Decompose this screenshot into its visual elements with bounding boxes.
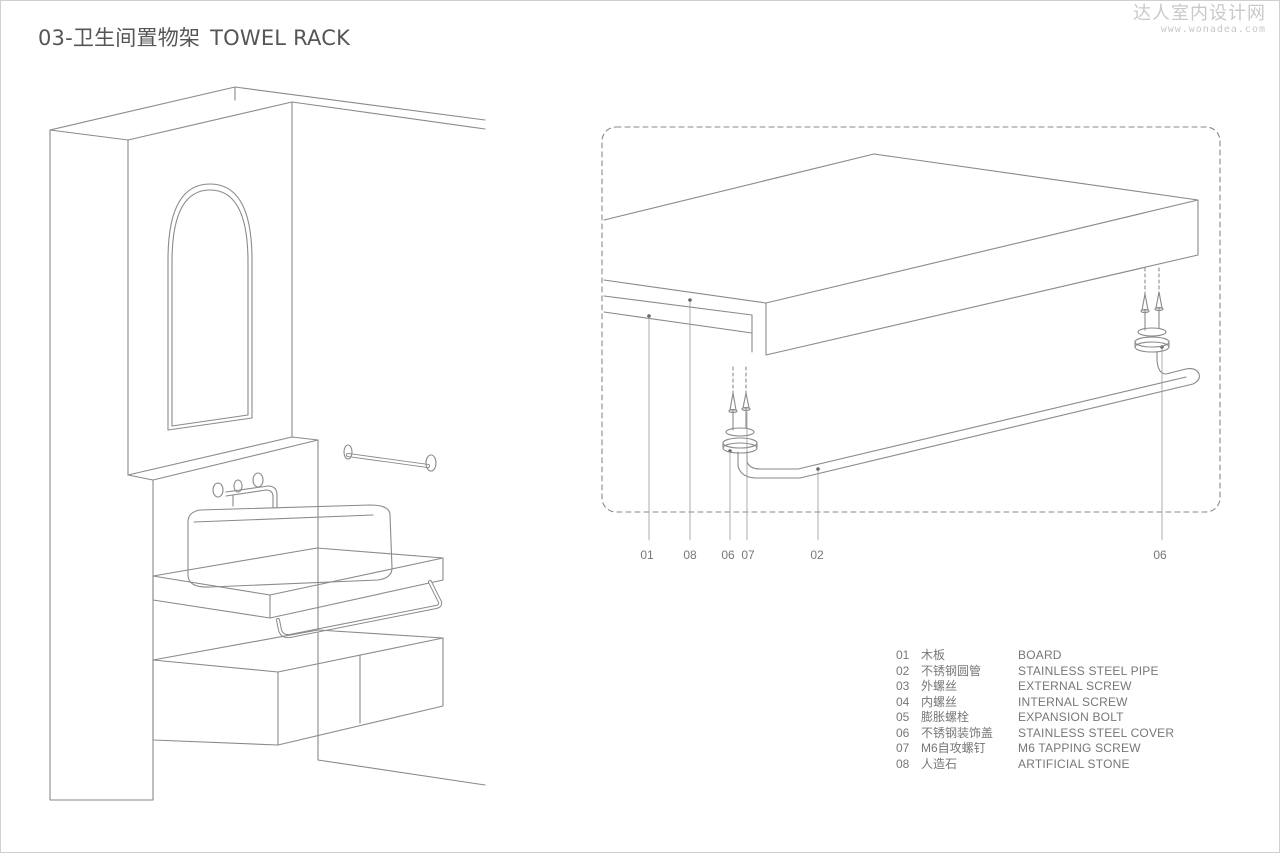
detail-frame	[601, 126, 1221, 513]
watermark-url: www.wonadea.com	[1160, 23, 1266, 35]
legend-chinese: 膨胀螺栓	[921, 710, 970, 724]
callout-07: 07	[741, 548, 755, 562]
towel-rack-detail	[601, 126, 1221, 541]
legend-english: M6 TAPPING SCREW	[1018, 741, 1141, 755]
legend-chinese: 不锈钢圆管	[921, 663, 982, 678]
legend-number: 08	[896, 756, 910, 771]
legend-chinese: 不锈钢装饰盖	[921, 725, 994, 740]
title-chinese: 03-卫生间置物架	[38, 26, 201, 50]
legend-chinese: M6自攻螺钉	[921, 741, 986, 755]
callout-02: 02	[810, 548, 824, 562]
legend-number: 05	[896, 710, 910, 724]
legend-english: EXPANSION BOLT	[1018, 710, 1124, 724]
legend-number: 06	[896, 725, 910, 740]
legend-english: STAINLESS STEEL PIPE	[1018, 663, 1159, 678]
legend-english: INTERNAL SCREW	[1018, 694, 1128, 709]
legend-number: 07	[896, 741, 910, 755]
callout-06-right: 06	[1153, 548, 1167, 562]
callout-08: 08	[683, 548, 697, 562]
legend-chinese: 外螺丝	[921, 679, 958, 693]
legend-number: 03	[896, 679, 910, 693]
legend-chinese: 木板	[921, 648, 946, 662]
legend-number: 02	[896, 663, 910, 678]
legend-english: BOARD	[1018, 648, 1062, 662]
title-english: TOWEL RACK	[210, 26, 351, 50]
legend-english: STAINLESS STEEL COVER	[1018, 725, 1175, 740]
legend-number: 01	[896, 648, 910, 662]
watermark-name: 达人室内设计网	[1133, 3, 1266, 24]
legend-chinese: 人造石	[921, 756, 958, 771]
bathroom-perspective	[49, 86, 486, 801]
callout-06-left: 06	[721, 548, 735, 562]
callout-01: 01	[640, 548, 654, 562]
legend-chinese: 内螺丝	[921, 694, 958, 709]
legend-english: ARTIFICIAL STONE	[1018, 756, 1130, 771]
watermark: 达人室内设计网 www.wonadea.com	[1133, 4, 1266, 35]
legend-number: 04	[896, 694, 910, 709]
page-title: 03-卫生间置物架 TOWEL RACK	[38, 22, 350, 52]
legend-english: EXTERNAL SCREW	[1018, 679, 1132, 693]
